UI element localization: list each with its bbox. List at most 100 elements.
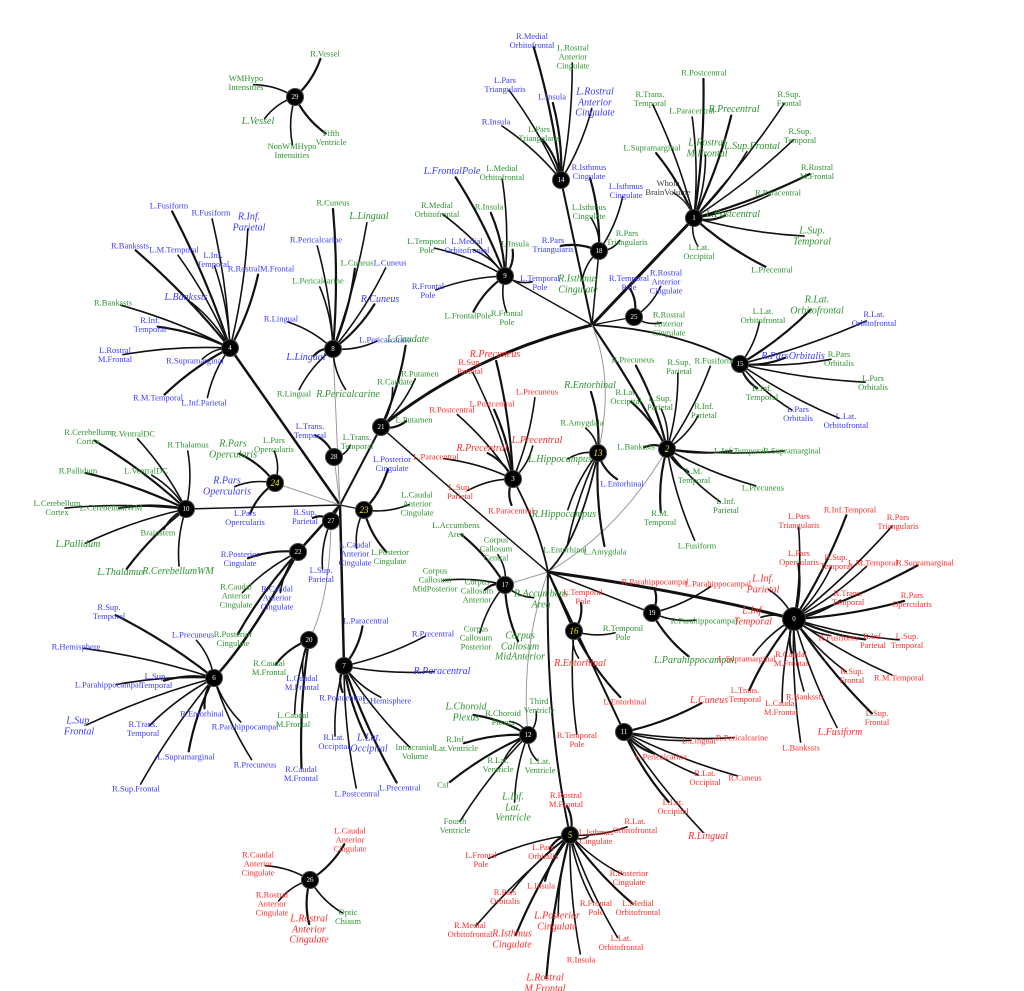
region-label: L.Precuneus [741, 482, 785, 493]
region-label: L.Paracentral [413, 451, 459, 462]
region-label: L.Isthmus Cingulate [571, 202, 607, 221]
region-label: R.CerebellumWM [142, 565, 214, 577]
leaf-edge [532, 45, 563, 182]
cluster-node[interactable]: 29 [287, 89, 303, 105]
region-label: L.Trans. Temporal [293, 421, 327, 440]
backbone-edge [547, 452, 599, 573]
leaf-edge [738, 308, 812, 366]
leaf-edge [299, 638, 311, 770]
cluster-node[interactable]: 13 [590, 445, 606, 461]
cluster-node[interactable]: 19 [644, 605, 660, 621]
region-label: R.M.Temporal [874, 672, 924, 683]
leaf-edge [83, 647, 215, 679]
backbone-edge [547, 448, 668, 573]
leaf-edge [343, 635, 427, 667]
region-label: R.Pars Orbitalis [490, 887, 520, 906]
region-label: R.Pars Orbitalis [824, 349, 854, 368]
region-label: L.Parahippocampal [74, 679, 142, 690]
cluster-node[interactable]: 26 [302, 872, 318, 888]
region-label: R.Bankssts [110, 240, 150, 251]
region-label: L.Caudal Anterior Cingulate [333, 825, 367, 854]
region-label: R.Sup. Temporal [819, 552, 853, 571]
region-label: R.M. Temporal [643, 508, 677, 527]
region-label: L.Cerebellum Cortex [33, 498, 81, 517]
cluster-node[interactable]: 9 [497, 268, 513, 284]
region-label: L.Sup. Parietal [647, 393, 673, 412]
leaf-edge [792, 617, 873, 715]
region-label: L.Entorhinal [603, 696, 647, 707]
region-label: L.Inf. Temporal [196, 250, 230, 269]
leaf-edge [692, 173, 811, 220]
region-label: L.Posterior Cingulate [534, 910, 580, 932]
region-label: L.Thalamus [97, 566, 145, 578]
region-label: R.Isthmus Cingulate [558, 273, 598, 295]
cluster-node[interactable]: 3 [505, 471, 521, 487]
leaf-edge [739, 358, 832, 366]
region-label: L.CerebellumWM [79, 502, 143, 513]
cluster-node[interactable]: 25 [626, 309, 642, 325]
cluster-node[interactable]: 7 [336, 658, 352, 674]
region-label: L.Temporal Pole [407, 236, 447, 255]
leaf-edge [693, 102, 785, 219]
cluster-node[interactable]: 4 [222, 340, 238, 356]
leaf-edge [343, 665, 357, 789]
leaf-edge [666, 448, 696, 542]
cluster-node[interactable]: 6 [206, 670, 222, 686]
cluster-node[interactable]: 21 [373, 419, 389, 435]
region-label: L.M. Temporal [677, 466, 711, 485]
cluster-node[interactable]: 23 [356, 502, 372, 518]
cluster-node[interactable]: 18 [591, 243, 607, 259]
region-label: R.Caudal Anterior Cingulate [219, 581, 253, 610]
cluster-node[interactable]: 2 [659, 441, 675, 457]
region-label: L.Parahippocampal [653, 654, 735, 666]
backbone-edge [332, 348, 341, 506]
cluster-node[interactable]: 22 [290, 544, 306, 560]
cluster-node[interactable]: 15 [732, 356, 748, 372]
region-label: L.Insula [526, 880, 556, 891]
cluster-node[interactable]: 10 [178, 501, 194, 517]
region-label: L.Rostral M.Frontal [524, 972, 566, 991]
region-label: L.Rostral Anterior Cingulate [289, 913, 329, 946]
region-label: R.Bankssts [785, 691, 825, 702]
cluster-node[interactable]: 28 [326, 449, 342, 465]
region-label: L.Fusiform [677, 540, 717, 551]
cluster-node[interactable]: 0 [783, 608, 805, 630]
leaf-edge [115, 676, 215, 686]
cluster-node[interactable]: 14 [553, 172, 569, 188]
region-label: L.Vessel [241, 115, 275, 127]
cluster-node[interactable]: 5 [562, 827, 578, 843]
region-label: L.Supramarginal [623, 142, 681, 153]
region-label: R.Pallidum [58, 465, 98, 476]
region-label: L.Inf.Parietal [181, 397, 227, 408]
region-label: R.Pars Opercularis [892, 590, 932, 609]
region-label: WMHypo Intensities [228, 73, 264, 92]
leaf-edge [501, 178, 508, 277]
cluster-node[interactable]: 27 [323, 513, 339, 529]
region-label: R.Sup. Parietal [666, 357, 692, 376]
region-label: R.Paracentral [487, 505, 535, 516]
leaf-edge [85, 677, 215, 726]
cluster-node[interactable]: 8 [325, 341, 341, 357]
cluster-node[interactable]: 17 [497, 577, 513, 593]
region-label: L.Sup. Temporal [793, 225, 831, 247]
region-label: L.Inf. Parietal [713, 496, 739, 515]
region-label: R.Cuneus [728, 772, 762, 783]
region-label: L.Rostral M.Frontal [686, 137, 728, 159]
cluster-node[interactable]: 1 [686, 210, 702, 226]
cluster-node[interactable]: 20 [301, 632, 317, 648]
cluster-node[interactable]: 16 [566, 623, 582, 639]
region-label: L.Caudal Anterior Cingulate [400, 489, 434, 518]
cluster-node[interactable]: 24 [267, 475, 283, 491]
cluster-node[interactable]: 12 [520, 727, 536, 743]
backbone-edge [591, 324, 741, 365]
region-label: L.Paracentral [343, 615, 389, 626]
region-label: R.Caudal Anterior Cingulate [241, 849, 275, 878]
cluster-node[interactable]: 11 [616, 724, 632, 740]
leaf-edge [343, 665, 411, 749]
region-label: Optic Chiasm [335, 907, 361, 926]
region-label: R.Parahippocampal [670, 615, 738, 626]
region-label: R.Hippocampus [531, 508, 597, 520]
region-label: R.Bankssts [93, 297, 133, 308]
region-label: L.Lat. Ventricle [524, 756, 556, 775]
region-label: L.Pars Orbitalis [528, 842, 558, 861]
